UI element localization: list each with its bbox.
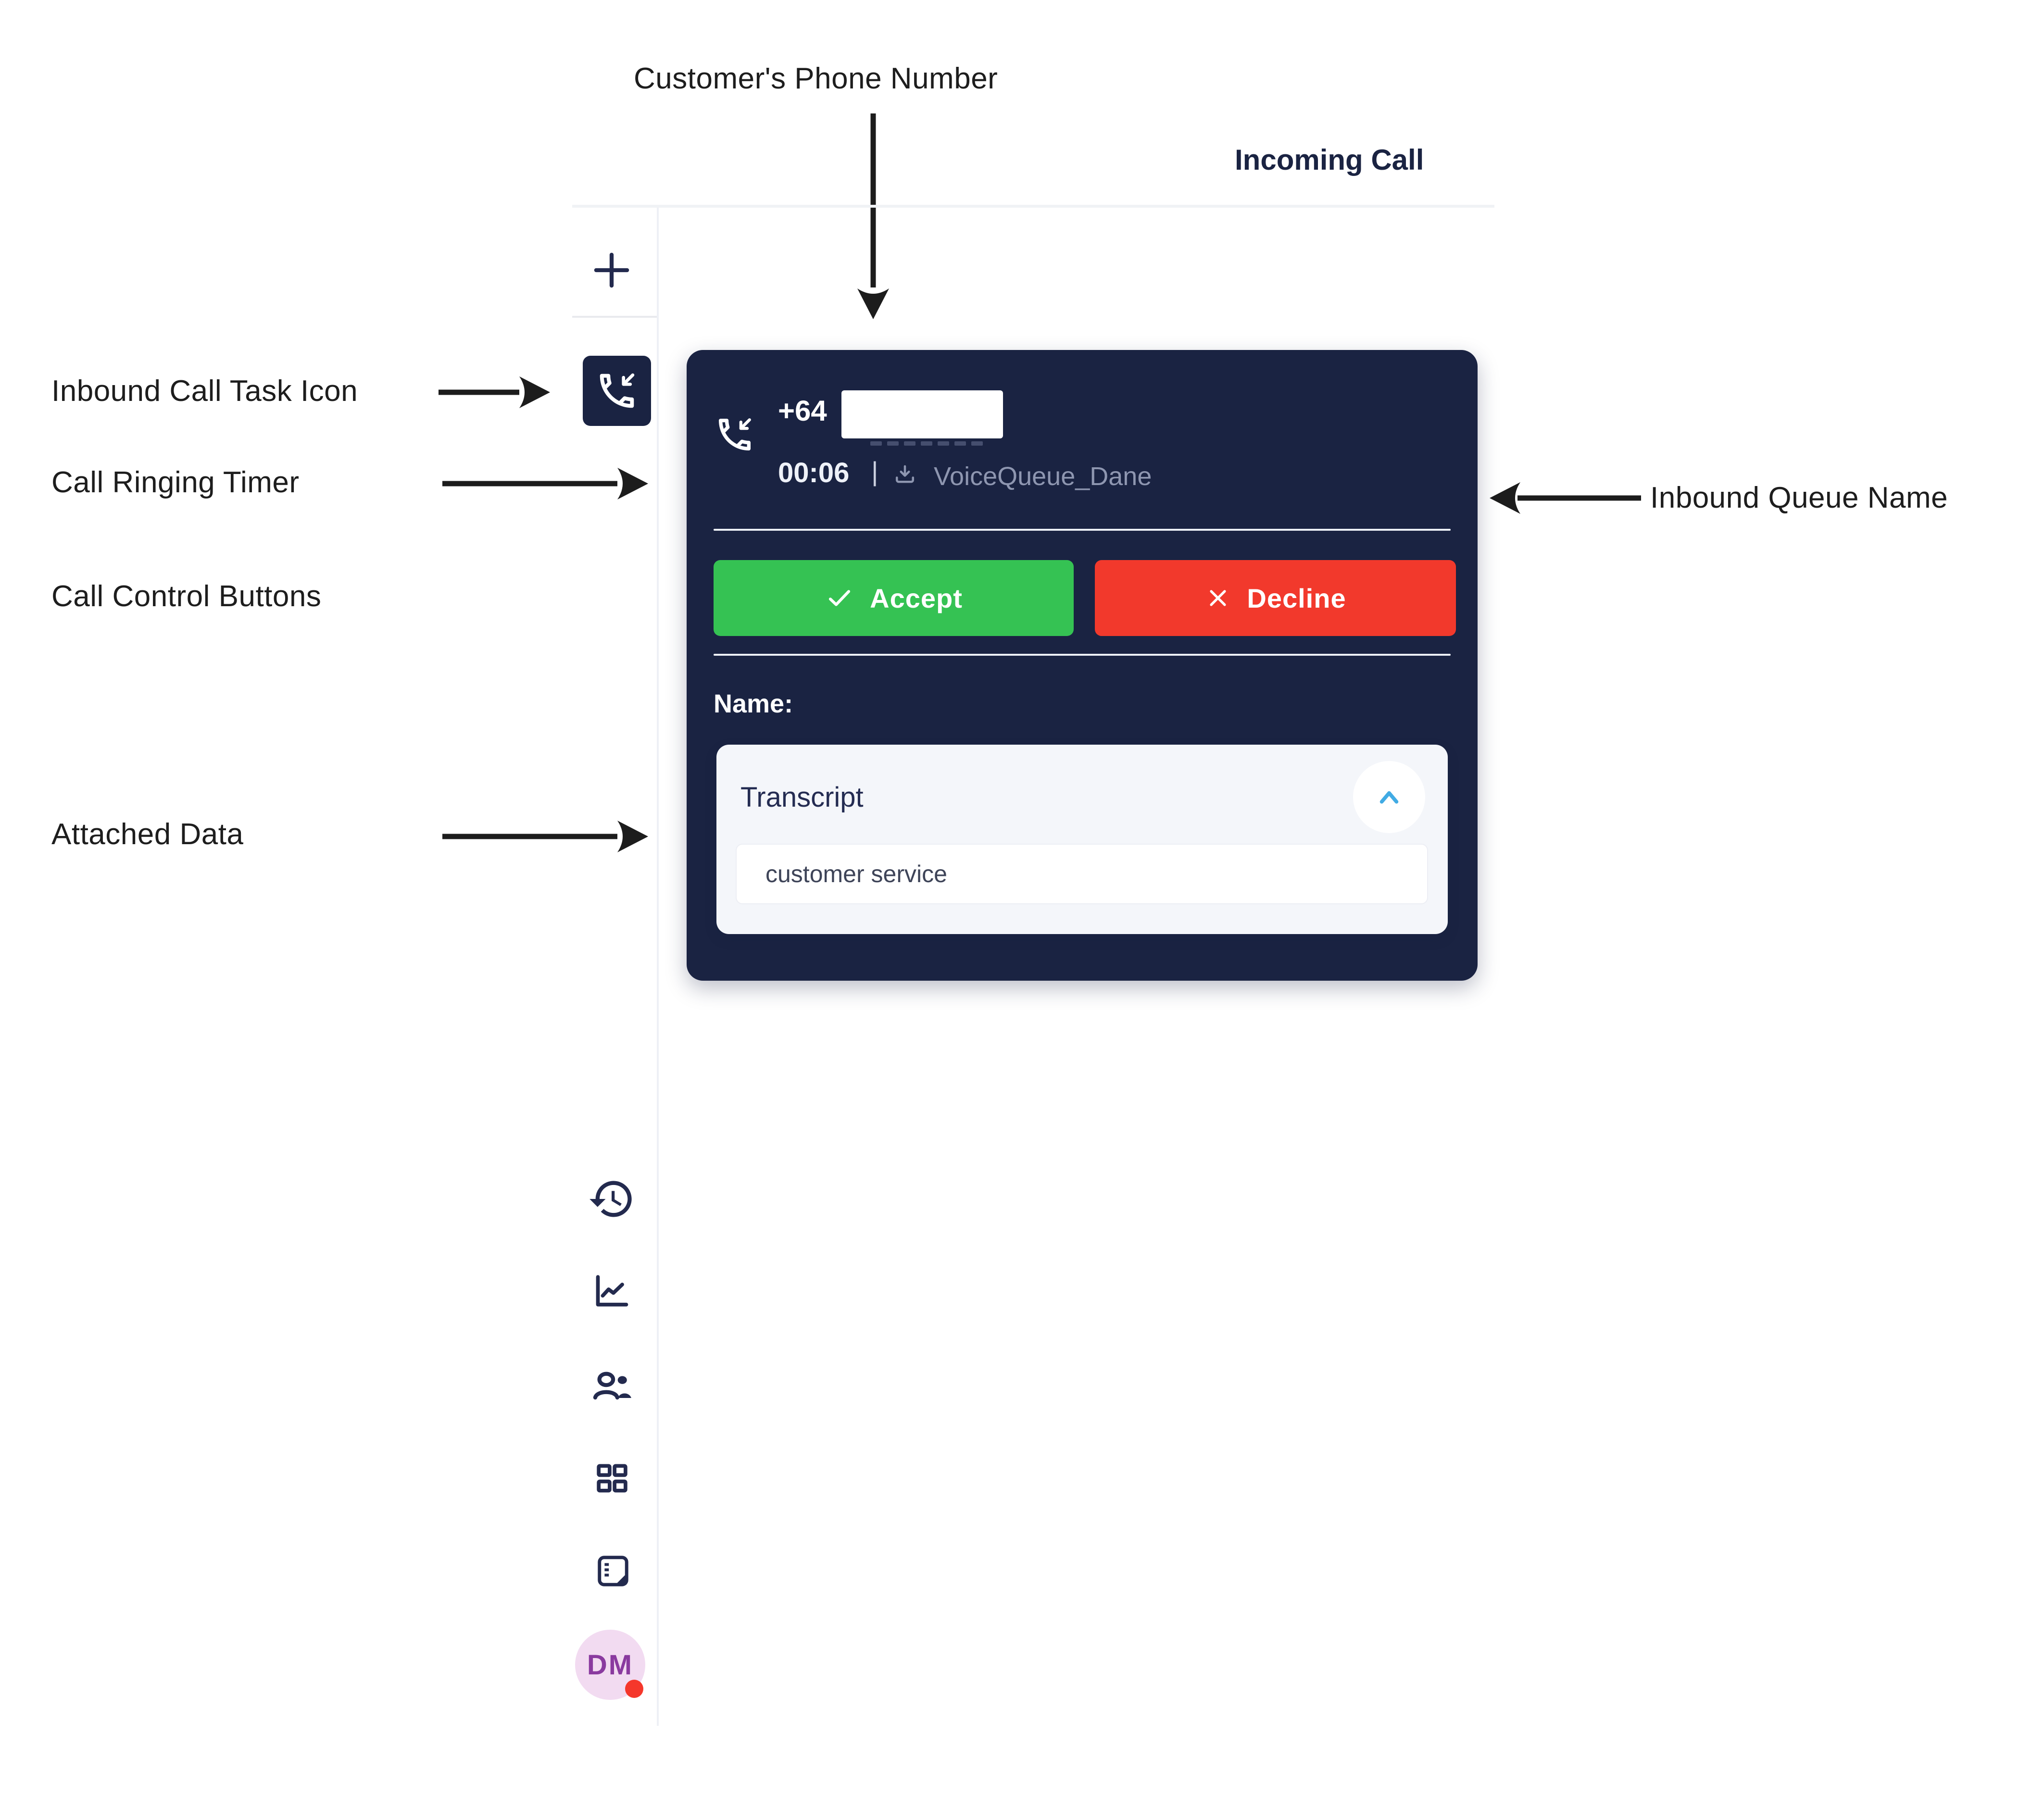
arrow-left-to-queue-name bbox=[1490, 482, 1641, 514]
inbound-queue-name: VoiceQueue_Dane bbox=[934, 462, 1152, 491]
add-task-button[interactable] bbox=[588, 246, 636, 294]
accept-button[interactable]: Accept bbox=[714, 560, 1074, 636]
incoming-call-title: Incoming Call bbox=[1235, 144, 1424, 176]
phone-number-hidden-digits bbox=[870, 441, 983, 446]
attached-data-panel: Transcript customer service bbox=[716, 745, 1448, 934]
check-icon bbox=[829, 590, 851, 606]
annotation-inbound-call-task-icon: Inbound Call Task Icon bbox=[51, 374, 358, 408]
queue-download-icon bbox=[896, 465, 914, 483]
history-button[interactable] bbox=[588, 1175, 636, 1223]
timer-queue-separator: | bbox=[871, 456, 878, 487]
status-dot bbox=[625, 1680, 643, 1698]
inbound-call-icon bbox=[719, 418, 751, 450]
plus-icon bbox=[594, 252, 629, 288]
arrow-right-to-attached-data bbox=[442, 821, 648, 852]
transcript-value: customer service bbox=[765, 861, 947, 887]
call-ringing-timer: 00:06 bbox=[778, 457, 850, 488]
customer-phone-prefix: +64 bbox=[778, 395, 827, 427]
sidebar-section-divider bbox=[572, 316, 657, 318]
decline-button-label: Decline bbox=[1247, 583, 1346, 613]
card-divider-bottom bbox=[714, 654, 1451, 656]
transcript-value-box: customer service bbox=[736, 844, 1428, 904]
arrow-right-to-task-icon bbox=[439, 376, 550, 408]
agents-icon bbox=[593, 1372, 631, 1400]
arrow-right-to-ringing-timer bbox=[442, 468, 648, 499]
x-icon bbox=[1210, 590, 1226, 606]
reports-button[interactable] bbox=[590, 1269, 634, 1313]
avatar[interactable]: DM bbox=[575, 1630, 645, 1700]
agents-button[interactable] bbox=[587, 1362, 637, 1412]
incoming-call-card: +64 00:06 | VoiceQueue_Dane Accept Decli… bbox=[687, 350, 1478, 981]
notes-icon bbox=[598, 1556, 628, 1586]
sidebar-divider bbox=[657, 208, 659, 1726]
accept-button-label: Accept bbox=[870, 583, 963, 613]
arrow-down-to-phone-number bbox=[857, 113, 889, 319]
name-label: Name: bbox=[714, 689, 793, 718]
chevron-up-icon bbox=[1379, 791, 1399, 804]
notes-button[interactable] bbox=[592, 1550, 634, 1592]
annotation-call-ringing-timer: Call Ringing Timer bbox=[51, 466, 300, 499]
inbound-call-task-button[interactable] bbox=[583, 356, 651, 426]
header-divider bbox=[572, 205, 1494, 208]
history-icon bbox=[589, 1181, 632, 1217]
decline-button[interactable]: Decline bbox=[1095, 560, 1456, 636]
phone-number-redaction bbox=[841, 390, 1003, 438]
line-chart-icon bbox=[596, 1275, 628, 1307]
annotation-attached-data: Attached Data bbox=[51, 818, 244, 851]
collapse-transcript-button[interactable] bbox=[1369, 777, 1409, 817]
annotation-call-control-buttons: Call Control Buttons bbox=[51, 580, 322, 613]
chevron-glow bbox=[1353, 761, 1425, 833]
annotation-customer-phone-number: Customer's Phone Number bbox=[634, 62, 998, 95]
annotation-inbound-queue-name: Inbound Queue Name bbox=[1650, 481, 1948, 514]
avatar-initials: DM bbox=[587, 1649, 634, 1681]
card-divider-top bbox=[714, 529, 1451, 531]
grid-icon bbox=[597, 1464, 627, 1493]
inbound-call-task-icon bbox=[600, 373, 635, 408]
dashboard-button[interactable] bbox=[591, 1457, 633, 1499]
transcript-title: Transcript bbox=[740, 782, 864, 813]
